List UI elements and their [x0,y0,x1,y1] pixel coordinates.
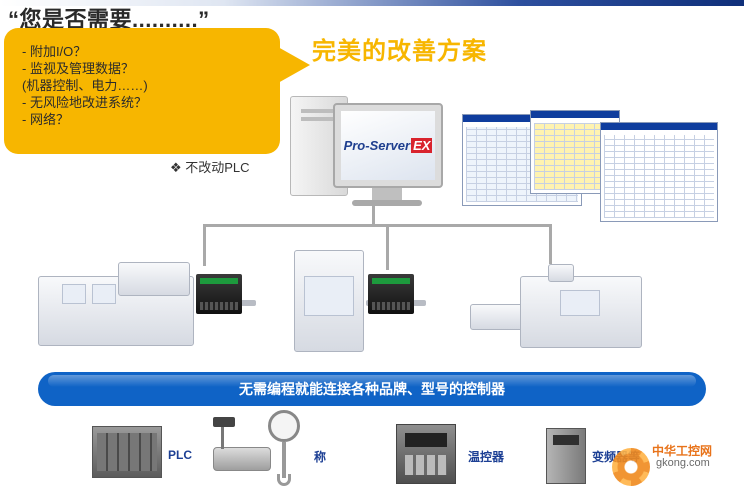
machine-packer-top [548,264,574,282]
scale-label: 称 [314,450,327,464]
watermark-site: gkong.com [656,457,710,469]
network-line [386,224,389,270]
machine-left-top [118,262,190,296]
page-title: “您是否需要..........” [8,7,210,32]
watermark-name: 中华工控网 [652,444,713,458]
question-callout [4,28,280,154]
question-item: - 网络？ [22,112,69,127]
platform-scale-icon [213,417,271,473]
network-line [372,206,375,226]
press-opening [304,276,354,316]
network-line [549,224,552,264]
no-plc-note: ❖ 不改动PLC [170,160,250,175]
temperature-controller-icon [396,424,456,484]
question-list: - 附加I/O？ - 监视及管理数据？ (机器控制、电力……) - 无风险地改进… [22,43,148,128]
question-item: - 无风险地改进系统？ [22,95,147,110]
solution-title: 完美的改善方案 [312,38,487,65]
inverter-icon [546,428,586,484]
software-screenshot-report [600,122,718,222]
plc-icon [92,426,162,478]
machine-window [92,284,116,304]
hanging-scale-icon [266,404,302,488]
question-item: (机器控制、电力……) [22,78,148,93]
machine-window [560,290,600,316]
network-line [203,224,206,266]
gear-logo-icon [612,448,650,486]
plc-label: PLC [168,448,192,462]
compatibility-banner: 无需编程就能连接各种品牌、型号的控制器 [38,372,706,406]
watermark: 中华工控网 gkong.com [612,440,744,494]
temperature-controller-label: 温控器 [468,450,505,464]
monitor-stand [372,188,402,202]
machine-window [62,284,86,304]
top-accent-strip [0,0,744,6]
monitor-stand-base [352,200,422,206]
io-module-icon [196,274,242,314]
question-item: - 附加I/O？ [22,44,87,59]
banner-text: 无需编程就能连接各种品牌、型号的控制器 [239,381,505,397]
question-item: - 监视及管理数据？ [22,61,134,76]
network-bus [203,224,552,227]
io-module-icon [368,274,414,314]
callout-arrow-icon [278,47,310,83]
